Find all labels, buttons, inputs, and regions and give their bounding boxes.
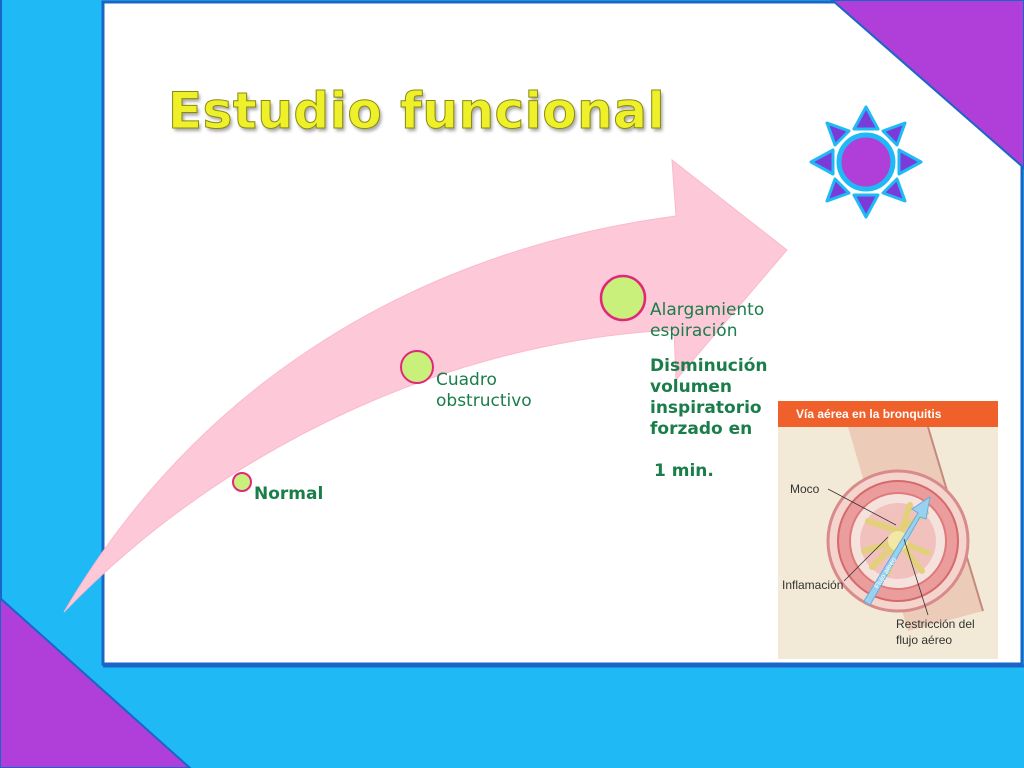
stage-alargamiento-label: Alargamiento espiración <box>650 300 765 341</box>
stage-min-detail: 1 min. <box>654 461 714 481</box>
stage-normal-label: Normal <box>254 484 324 504</box>
slide-title: Estudio funcional <box>167 82 666 141</box>
bottom-bar <box>105 666 1024 768</box>
figure-leader-lines <box>827 488 929 616</box>
bronchitis-figure: Vía aérea en la bronquitis Flujo aéreo M… <box>778 401 998 659</box>
stage-disminucion-detail: Disminución volumen inspiratorio forzado… <box>650 356 768 439</box>
figure-label-moco: Moco <box>790 482 820 496</box>
sun-icon <box>809 105 923 219</box>
airway-cross-section <box>826 469 970 613</box>
figure-header: Vía aérea en la bronquitis <box>796 407 942 421</box>
top-right-corner <box>830 0 1024 170</box>
figure-header-bar <box>778 401 998 427</box>
bottom-left-corner <box>0 596 192 768</box>
node-normal <box>232 472 252 492</box>
node-alargamiento <box>599 274 647 322</box>
figure-label-inflamacion: Inflamación <box>782 578 843 592</box>
progress-arrow <box>63 158 788 613</box>
node-cuadro <box>400 350 434 384</box>
airflow-arrow <box>863 495 931 606</box>
figure-label-restriccion-1: Restricción del <box>896 617 975 631</box>
stage-cuadro-label: Cuadro obstructivo <box>436 370 532 411</box>
figure-label-restriccion-2: flujo aéreo <box>896 633 952 647</box>
